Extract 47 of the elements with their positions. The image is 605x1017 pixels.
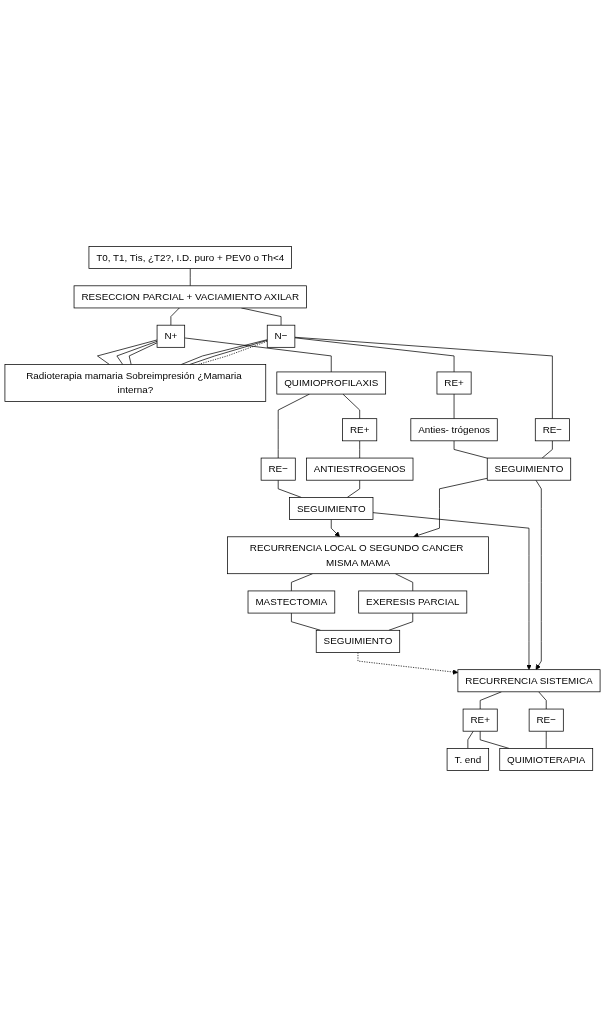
- connector: [467, 730, 474, 749]
- node-box: MASTECTOMIA: [247, 590, 336, 614]
- connector: [291, 612, 321, 631]
- node-box: SEGUIMIENTO: [315, 629, 401, 653]
- connector: [294, 337, 455, 373]
- node-box: N−: [266, 324, 296, 348]
- connector: [388, 612, 414, 631]
- node-box: Anties- trógenos: [410, 418, 498, 442]
- node-box: RE−: [528, 708, 564, 732]
- connector: [128, 342, 158, 365]
- node-box: RE+: [462, 708, 498, 732]
- connector: [453, 440, 488, 459]
- node-box: T. end: [446, 748, 490, 771]
- connector: [291, 573, 313, 592]
- node-box: QUIMIOTERAPIA: [499, 748, 594, 771]
- connector: [277, 393, 310, 459]
- node-box: N+: [156, 324, 186, 348]
- node-box: Radioterapia mamaria Sobreimpresión ¿Mamaria interna?: [4, 364, 267, 402]
- node-box: RECURRENCIA LOCAL O SEGUNDO CANCER MISMA MAMA: [227, 536, 489, 575]
- node-box: T0, T1, Tis, ¿T2?, I.D. puro + PEV0 o Th<4: [88, 246, 292, 269]
- connector: [545, 730, 547, 749]
- node-box: RE−: [534, 418, 570, 442]
- connector: [394, 573, 414, 592]
- node-box: RE+: [436, 371, 472, 395]
- connector: [170, 307, 180, 326]
- connector: [277, 479, 302, 498]
- node-box: RE−: [260, 457, 296, 481]
- node-box: QUIMIOPROFILAXIS: [276, 371, 387, 395]
- connector: [97, 339, 158, 365]
- node-box: SEGUIMIENTO: [486, 457, 572, 481]
- connector: [538, 691, 547, 710]
- node-box: RESECCION PARCIAL + VACIAMIENTO AXILAR: [73, 285, 307, 309]
- connector: [184, 337, 332, 373]
- node-box: EXERESIS PARCIAL: [358, 590, 468, 614]
- connector: [346, 479, 361, 498]
- node-box: SEGUIMIENTO: [289, 497, 374, 520]
- connector: [189, 268, 191, 287]
- connector: [342, 393, 361, 420]
- connector: [294, 336, 553, 420]
- connector: [116, 340, 158, 365]
- node-box: RECURRENCIA SISTEMICA: [457, 669, 601, 693]
- node-box: RE+: [342, 418, 378, 442]
- node-box: ANTIESTROGENOS: [306, 457, 414, 481]
- connector: [453, 393, 455, 420]
- connector: [479, 691, 502, 710]
- connector: [359, 440, 361, 459]
- connector: [541, 440, 553, 459]
